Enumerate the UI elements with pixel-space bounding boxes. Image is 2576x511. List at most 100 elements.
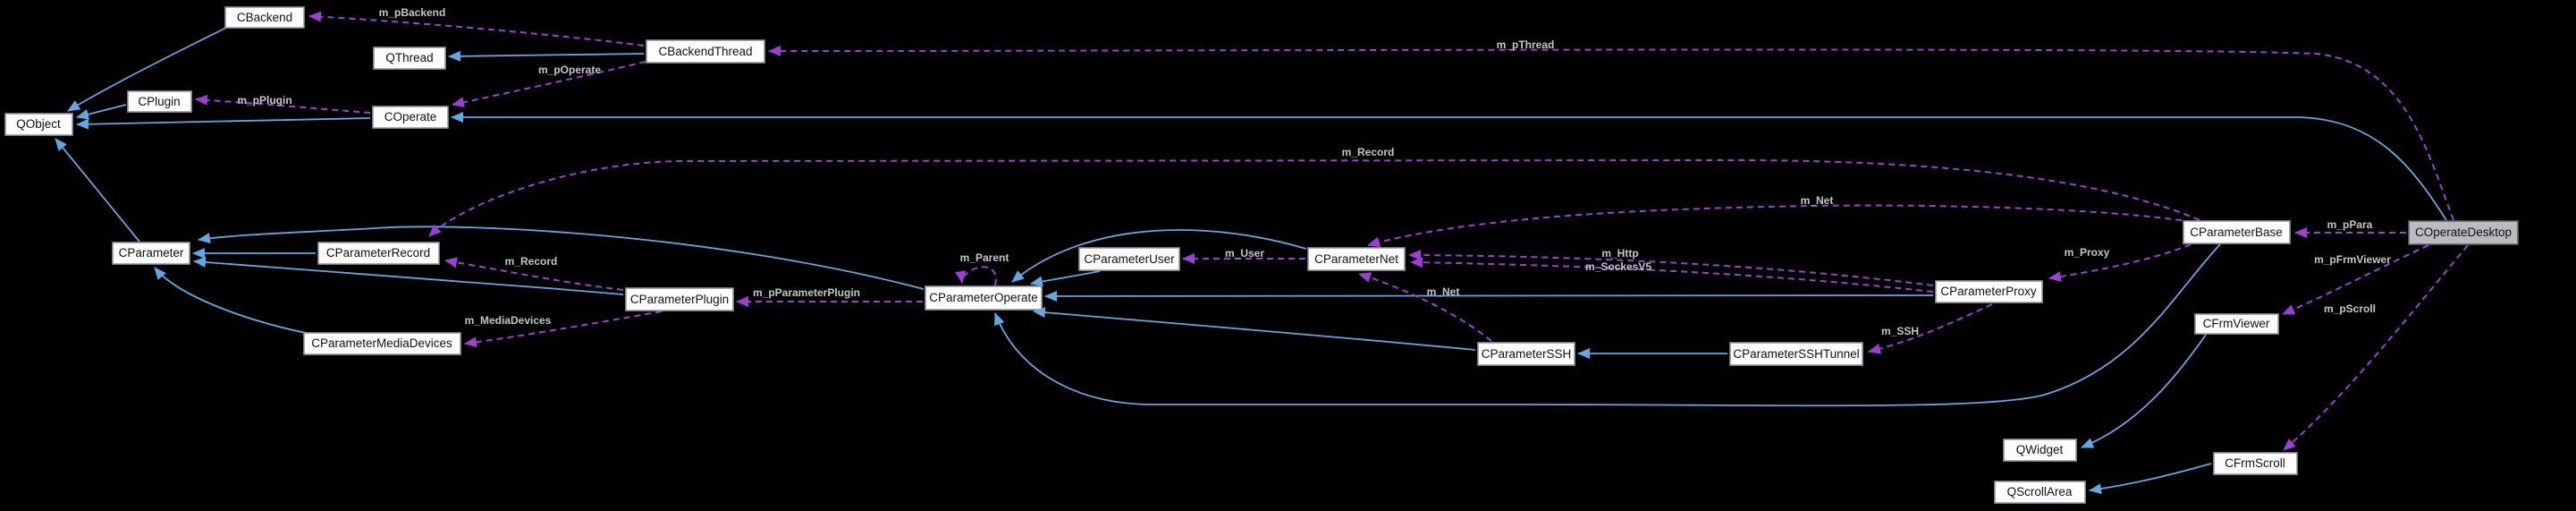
edge-cbackendthread-qthread	[448, 50, 645, 62]
edge-m-http	[1408, 250, 1934, 286]
edge-m-pbackend	[308, 11, 645, 47]
svg-text:CParameterSSHTunnel: CParameterSSHTunnel	[1733, 347, 1859, 361]
usage-edges	[195, 11, 2469, 451]
edge-label-m-user: m_User	[1225, 247, 1264, 260]
svg-text:CPlugin: CPlugin	[138, 95, 180, 108]
node-cfrmscroll[interactable]: CFrmScroll	[2213, 452, 2298, 475]
node-qobject[interactable]: QObject	[4, 113, 73, 136]
svg-text:CParameterUser: CParameterUser	[1084, 252, 1175, 266]
edge-m-mediadevices	[464, 311, 663, 348]
edge-m-pscroll	[2283, 244, 2469, 451]
edge-label-m-record: m_Record	[505, 255, 558, 268]
edge-cparameterproxy-cparameteroperate	[1044, 290, 1934, 302]
svg-text:COperateDesktop: COperateDesktop	[2415, 226, 2512, 239]
svg-text:CParameterPlugin: CParameterPlugin	[630, 293, 729, 306]
edge-m-proxy	[2048, 243, 2192, 283]
svg-text:QWidget: QWidget	[2016, 443, 2064, 456]
svg-text:CBackendThread: CBackendThread	[658, 45, 752, 58]
edge-label-m-http: m_Http	[1601, 247, 1638, 260]
edge-cparameterplugin-cparameter	[193, 256, 624, 295]
node-cparameterrecord[interactable]: CParameterRecord	[317, 242, 440, 265]
edge-label-m-pscroll: m_pScroll	[2324, 302, 2376, 315]
edge-label-m-poperate: m_pOperate	[538, 64, 601, 76]
edge-labels: m_pBackend m_pOperate m_pPlugin m_pThrea…	[237, 6, 2391, 337]
svg-text:CParameterMediaDevices: CParameterMediaDevices	[311, 336, 452, 350]
svg-text:CParameterSSH: CParameterSSH	[1482, 347, 1572, 361]
node-cparameteruser[interactable]: CParameterUser	[1078, 247, 1180, 271]
edge-label-m-mediadevices: m_MediaDevices	[465, 314, 552, 327]
svg-text:CParameterNet: CParameterNet	[1314, 252, 1398, 266]
node-cparameterbase[interactable]: CParameterBase	[2183, 220, 2291, 244]
edge-cparameterbase-cparameteroperate	[994, 243, 2221, 407]
edge-cfrmviewer-qwidget	[2081, 334, 2207, 448]
edge-label-m-pplugin: m_pPlugin	[237, 94, 291, 106]
node-qthread[interactable]: QThread	[373, 47, 446, 70]
edge-label-m-proxy: m_Proxy	[2065, 246, 2110, 259]
node-cplugin[interactable]: CPlugin	[127, 90, 192, 113]
edge-m-pfrmviewer	[2282, 244, 2429, 315]
node-qscrollarea[interactable]: QScrollArea	[1994, 481, 2086, 504]
edge-m-record	[444, 257, 624, 291]
node-cparameteroperate[interactable]: CParameterOperate	[925, 285, 1043, 311]
edge-cbackend-qobject	[67, 27, 227, 112]
edge-m-sockesv5	[1410, 257, 1934, 293]
node-cparameter[interactable]: CParameter	[112, 242, 190, 265]
edge-cparameternet-cparameteroperate	[1011, 229, 1307, 283]
svg-text:CParameterProxy: CParameterProxy	[1940, 285, 2037, 298]
svg-text:CParameterRecord: CParameterRecord	[326, 246, 430, 260]
edge-m-parent-self-loop	[955, 266, 997, 286]
edge-m-pthread	[768, 45, 2454, 221]
svg-text:CParameter: CParameter	[119, 246, 184, 260]
node-coperate[interactable]: COperate	[372, 106, 449, 129]
node-cparameterproxy[interactable]: CParameterProxy	[1935, 280, 2043, 303]
edge-cparameteruser-cparameteroperate	[1030, 270, 1101, 287]
node-cparameterssh[interactable]: CParameterSSH	[1477, 342, 1575, 366]
edge-cparameter-qobject	[55, 138, 140, 243]
svg-text:COperate: COperate	[384, 110, 437, 123]
svg-text:CBackend: CBackend	[237, 11, 292, 24]
edge-label-m-pthread: m_pThread	[1497, 38, 1555, 51]
edge-label-m-ppara: m_pPara	[2327, 218, 2373, 231]
edge-cplugin-qobject	[76, 104, 127, 120]
node-qwidget[interactable]: QWidget	[2003, 439, 2077, 462]
inheritance-edges	[55, 27, 2447, 495]
svg-text:CFrmViewer: CFrmViewer	[2203, 317, 2270, 330]
nodes: CBackend QThread CBackendThread CPlugin …	[4, 6, 2519, 504]
edge-label-m-sockesv5: m_SockesV5	[1585, 260, 1651, 273]
edge-cparameteroperate-cparameter	[198, 226, 925, 290]
node-cparameternet[interactable]: CParameterNet	[1307, 247, 1406, 271]
node-cbackend[interactable]: CBackend	[224, 6, 305, 29]
node-cparametersshtunnel[interactable]: CParameterSSHTunnel	[1729, 342, 1863, 366]
edge-label-m-pfrmviewer: m_pFrmViewer	[2314, 253, 2391, 266]
edge-label-m-record-long: m_Record	[1342, 146, 1395, 158]
edge-label-m-parent: m_Parent	[960, 251, 1009, 264]
svg-text:QScrollArea: QScrollArea	[2007, 485, 2073, 498]
svg-text:CParameterOperate: CParameterOperate	[929, 291, 1038, 304]
node-cbackendthread[interactable]: CBackendThread	[646, 39, 765, 64]
svg-text:CParameterBase: CParameterBase	[2190, 226, 2283, 239]
node-cfrmviewer[interactable]: CFrmViewer	[2194, 313, 2279, 335]
edge-m-net-base	[1367, 204, 2193, 248]
node-cparametermediadevices[interactable]: CParameterMediaDevices	[303, 332, 461, 355]
edge-m-ssh	[1868, 303, 1993, 354]
edge-cfrmscroll-qscrollarea	[2089, 463, 2212, 495]
edge-cparameterssh-cparameteroperate	[1033, 307, 1476, 351]
edge-coperate-qobject	[76, 117, 371, 130]
node-cparameterplugin[interactable]: CParameterPlugin	[625, 287, 734, 311]
edge-coperatedesktop-coperate	[451, 112, 2447, 221]
edge-m-record-long	[428, 158, 2200, 237]
svg-text:QObject: QObject	[16, 117, 61, 131]
edge-m-net-ssh	[1358, 272, 1492, 342]
svg-text:QThread: QThread	[385, 51, 433, 64]
edge-label-m-pbackend: m_pBackend	[379, 6, 446, 19]
edge-label-m-net-ssh: m_Net	[1427, 285, 1460, 298]
edge-label-m-pparameterplugin: m_pParameterPlugin	[753, 286, 860, 299]
edge-label-m-ssh: m_SSH	[1881, 325, 1919, 337]
edge-cparametermediadevices-cparameter	[154, 267, 316, 336]
edge-m-pplugin	[195, 94, 371, 114]
edge-label-m-net-base: m_Net	[1801, 194, 1834, 207]
edge-m-poperate	[452, 61, 646, 108]
node-coperatedesktop: COperateDesktop	[2408, 220, 2519, 245]
